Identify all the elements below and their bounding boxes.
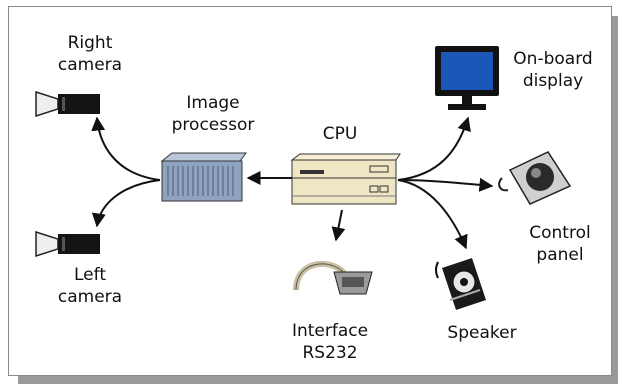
right-camera-label-line2: camera — [57, 55, 123, 75]
interface-label-line2: RS232 — [302, 343, 358, 363]
arrow-to-right-camera — [91, 116, 161, 181]
left-camera-label-line1: Left — [74, 265, 106, 285]
interface-label: Interface RS232 — [275, 320, 385, 364]
onboard-display-label-line1: On-board — [513, 49, 593, 69]
rs232-connector-icon — [293, 260, 373, 295]
control-panel-label: Control panel — [510, 222, 610, 266]
image-processor-label-line2: processor — [171, 115, 255, 135]
left-camera-label: Left camera — [40, 264, 140, 308]
speaker-label: Speaker — [447, 323, 517, 343]
arrow-to-display — [397, 116, 471, 181]
speaker-icon — [435, 258, 486, 310]
arrow-to-control-panel — [397, 177, 494, 192]
connection-arrows — [91, 116, 494, 250]
left-camera-label-line2: camera — [57, 287, 123, 307]
interface-label-line1: Interface — [291, 321, 369, 341]
onboard-display-label-line2: display — [522, 71, 584, 91]
image-processor-label-line1: Image — [186, 93, 240, 113]
right-camera-icon — [35, 90, 100, 118]
control-panel-label-line2: panel — [536, 245, 584, 265]
arrow-to-left-camera — [91, 179, 161, 228]
control-panel-icon — [498, 151, 572, 205]
cpu-label: CPU — [322, 124, 358, 144]
arrow-to-interface — [331, 209, 346, 242]
right-camera-label-line1: Right — [67, 33, 113, 53]
onboard-display-label: On-board display — [503, 48, 603, 92]
control-panel-label-line1: Control — [529, 223, 591, 243]
image-processor-icon — [160, 152, 247, 202]
right-camera-label: Right camera — [40, 32, 140, 76]
arrow-to-speaker — [397, 179, 468, 250]
cpu-icon — [290, 153, 401, 205]
onboard-display-icon — [435, 46, 499, 110]
left-camera-icon — [35, 230, 100, 258]
image-processor-label: Image processor — [158, 92, 268, 136]
